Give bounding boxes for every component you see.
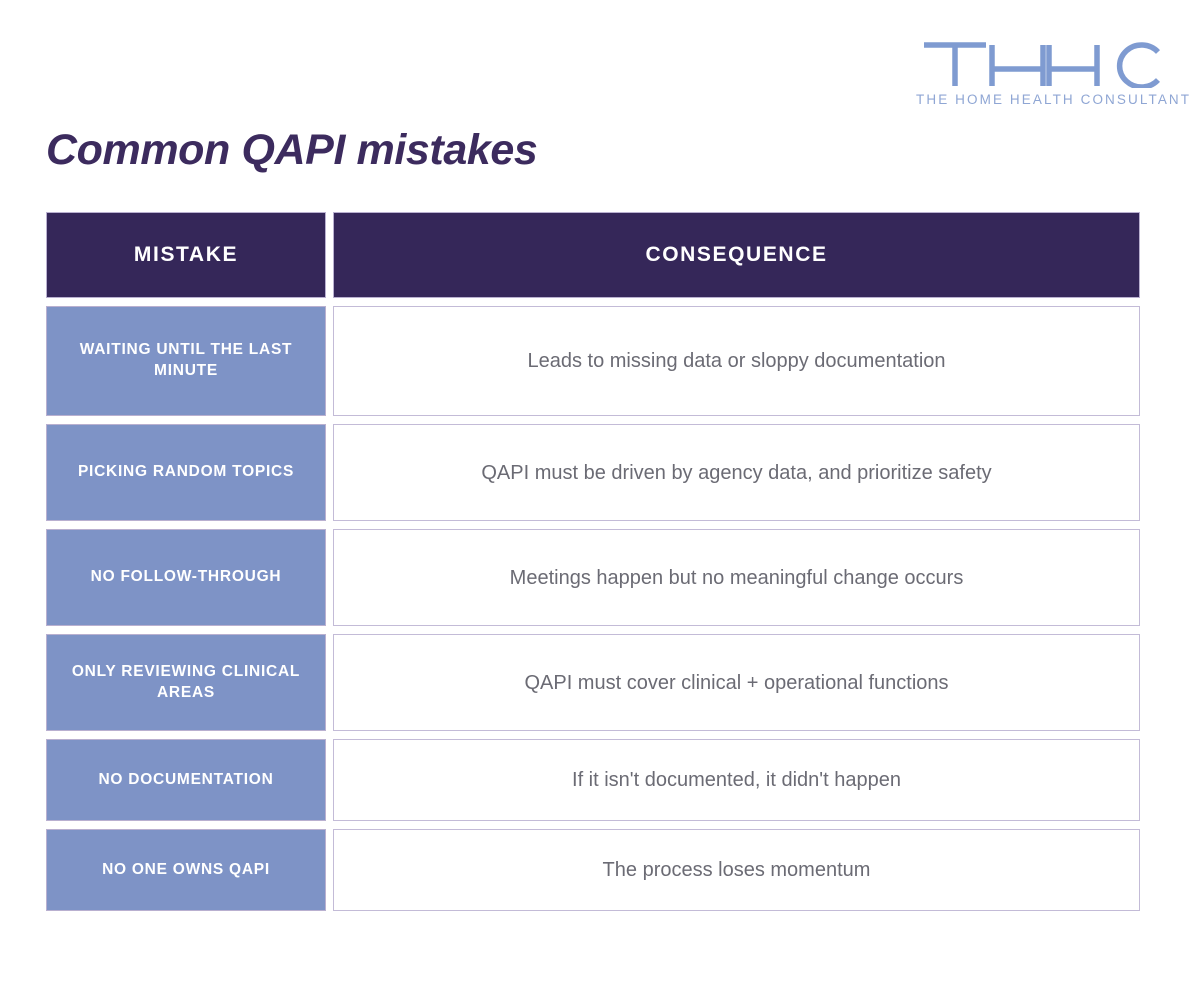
brand-logo: THE HOME HEALTH CONSULTANT [916, 36, 1192, 107]
mistake-label: ONLY REVIEWING CLINICAL AREAS [71, 662, 301, 701]
mistake-cell: NO FOLLOW-THROUGH [46, 529, 326, 626]
mistake-label: PICKING RANDOM TOPICS [77, 463, 295, 481]
mistake-cell: ONLY REVIEWING CLINICAL AREAS [46, 634, 326, 731]
header-cell-consequence: CONSEQUENCE [333, 212, 1140, 298]
consequence-cell: If it isn't documented, it didn't happen [333, 739, 1140, 821]
qapi-mistakes-table: MISTAKE CONSEQUENCE WAITING UNTIL THE LA… [46, 212, 1140, 911]
table-row: NO DOCUMENTATION If it isn't documented,… [46, 739, 1140, 821]
table-row: WAITING UNTIL THE LAST MINUTE Leads to m… [46, 306, 1140, 416]
header-cell-mistake: MISTAKE [46, 212, 326, 298]
mistake-cell: PICKING RANDOM TOPICS [46, 424, 326, 521]
mistake-label: WAITING UNTIL THE LAST MINUTE [79, 341, 293, 379]
logo-tagline: THE HOME HEALTH CONSULTANT [916, 92, 1192, 107]
mistake-label: NO ONE OWNS QAPI [102, 860, 270, 878]
mistake-cell: WAITING UNTIL THE LAST MINUTE [46, 306, 326, 416]
mistake-cell: NO DOCUMENTATION [46, 739, 326, 821]
table-header-row: MISTAKE CONSEQUENCE [46, 212, 1140, 298]
mistake-label: NO DOCUMENTATION [98, 770, 274, 788]
consequence-label: If it isn't documented, it didn't happen [572, 769, 901, 791]
table-row: NO FOLLOW-THROUGH Meetings happen but no… [46, 529, 1140, 626]
consequence-label: QAPI must cover clinical + operational f… [524, 671, 949, 694]
mistake-label: NO FOLLOW-THROUGH [90, 568, 282, 586]
thhc-logo-icon [924, 42, 1160, 88]
table-row: PICKING RANDOM TOPICS QAPI must be drive… [46, 424, 1140, 521]
table-row: NO ONE OWNS QAPI The process loses momen… [46, 829, 1140, 911]
consequence-cell: Leads to missing data or sloppy document… [333, 306, 1140, 416]
consequence-label: Meetings happen but no meaningful change… [509, 566, 964, 589]
consequence-cell: Meetings happen but no meaningful change… [333, 529, 1140, 626]
table-row: ONLY REVIEWING CLINICAL AREAS QAPI must … [46, 634, 1140, 731]
consequence-label: The process loses momentum [602, 859, 871, 881]
consequence-label: QAPI must be driven by agency data, and … [481, 461, 992, 484]
consequence-cell: The process loses momentum [333, 829, 1140, 911]
consequence-cell: QAPI must cover clinical + operational f… [333, 634, 1140, 731]
mistake-cell: NO ONE OWNS QAPI [46, 829, 326, 911]
consequence-cell: QAPI must be driven by agency data, and … [333, 424, 1140, 521]
consequence-label: Leads to missing data or sloppy document… [527, 350, 946, 372]
header-label-mistake: MISTAKE [133, 243, 239, 266]
header-label-consequence: CONSEQUENCE [645, 243, 828, 266]
page-title: Common QAPI mistakes [46, 126, 538, 174]
